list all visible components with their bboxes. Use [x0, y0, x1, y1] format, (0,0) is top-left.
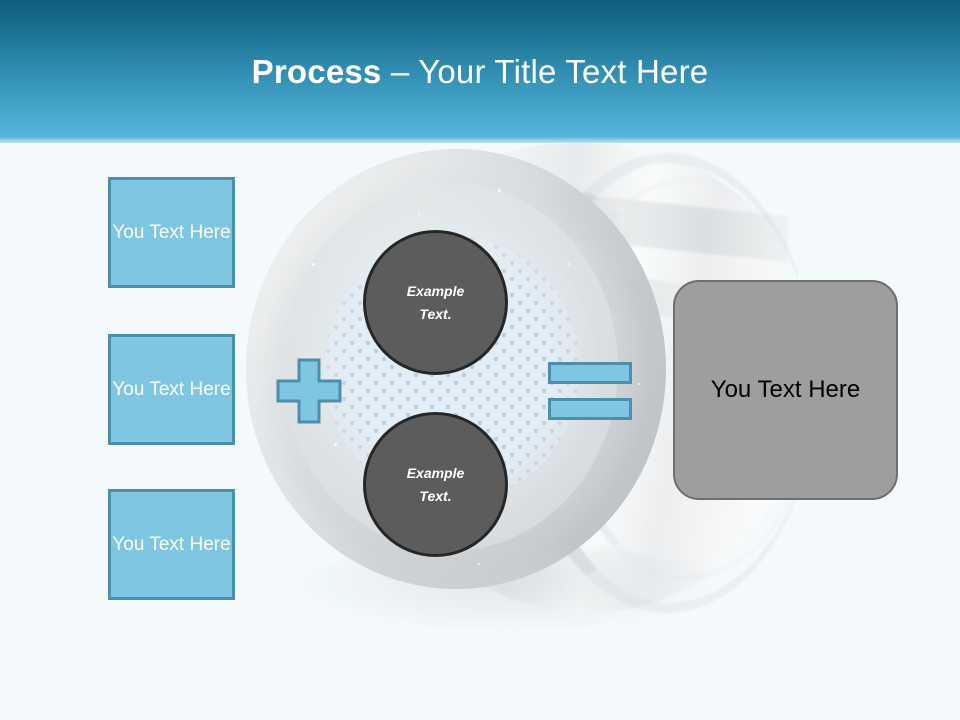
page-title-bold: Process [251, 53, 382, 90]
slide-header-band [0, 0, 960, 142]
process-circle-1-line1: Example [406, 282, 465, 299]
page-title-rest: Your Title Text Here [418, 53, 709, 90]
jar-speck [418, 213, 420, 215]
input-box-3[interactable]: You Text Here [108, 489, 235, 600]
process-circle-2-label: Example Text. [407, 462, 465, 508]
process-circle-2-line1: Example [406, 464, 465, 481]
header-underline [0, 138, 960, 143]
jar-speck [334, 443, 337, 446]
page-title: Process – Your Title Text Here [0, 52, 960, 92]
input-box-1[interactable]: You Text Here [108, 177, 235, 288]
jar-speck [312, 263, 315, 266]
process-circle-1-label: Example Text. [407, 280, 465, 326]
result-box[interactable]: You Text Here [673, 280, 898, 500]
process-circle-2[interactable]: Example Text. [363, 412, 508, 557]
process-circle-1[interactable]: Example Text. [363, 230, 508, 375]
plus-icon [276, 358, 342, 424]
equals-bar-bottom [548, 398, 632, 420]
jar-speck [358, 343, 360, 345]
jar-speck [478, 563, 480, 565]
process-circle-1-line2: Text. [419, 305, 452, 322]
input-box-1-label: You Text Here [112, 221, 231, 243]
input-box-2-label: You Text Here [112, 378, 231, 400]
jar-speck [568, 263, 570, 265]
equals-icon [548, 362, 632, 420]
result-box-label: You Text Here [710, 376, 861, 403]
input-box-3-label: You Text Here [112, 533, 231, 555]
jar-speck [498, 189, 501, 192]
page-title-separator: – [381, 53, 419, 90]
process-circle-2-line2: Text. [419, 487, 452, 504]
input-box-2[interactable]: You Text Here [108, 334, 235, 445]
jar-bottom-shadow [298, 543, 718, 633]
jar-speck [638, 383, 640, 385]
equals-bar-top [548, 362, 632, 384]
